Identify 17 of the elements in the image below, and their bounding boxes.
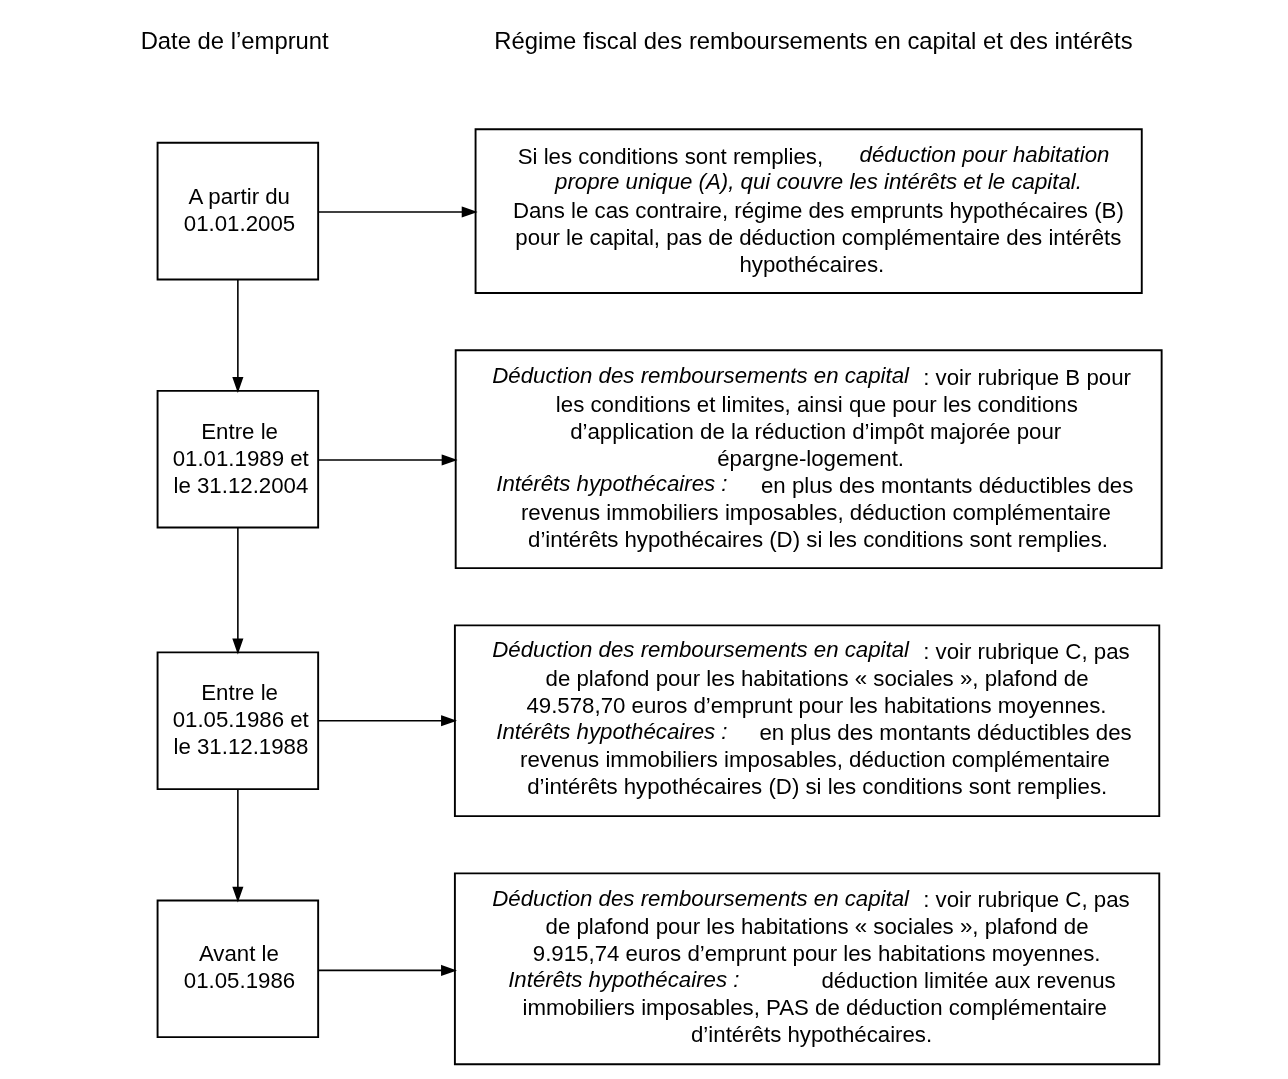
arrow	[231, 278, 243, 393]
arrow	[316, 715, 457, 727]
label: Date de l’emprunt	[140, 26, 329, 54]
node-box: A partir du 01.01.2005	[156, 141, 319, 281]
node-box: Entre le 01.05.1986 et le 31.12.1988	[156, 651, 319, 791]
arrow	[317, 206, 478, 218]
arrow	[231, 527, 243, 655]
arrow	[316, 964, 457, 976]
node-box: Déduction des remboursements en capital : voir rubrique B pour les conditions et limites, ainsi que pour les conditions d’application de la réduction d’impôt majorée pour épargne-logement. Intérêts hypothécaires : en plus des montants déductibles des revenus immobiliers imposables, déduction complémentaire d’intérêts hypothécaires (D) si les conditions sont remplies.	[454, 349, 1163, 570]
node-box: Déduction des remboursements en capital : voir rubrique C, pas de plafond pour les habitations « sociales », plafond de 9.915,74 euros d’emprunt pour les habitations moyennes. Intérêts hypothécaires : déduction limitée aux revenus immobiliers imposables, PAS de déduction complémentaire d’intérêts hypothécaires.	[453, 872, 1160, 1066]
node-box: Déduction des remboursements en capital : voir rubrique C, pas de plafond pour les habitations « sociales », plafond de 49.578,70 euros d’emprunt pour les habitations moyennes. Intérêts hypothécaires : en plus des montants déductibles des revenus immobiliers imposables, déduction complémentaire d’intérêts hypothécaires (D) si les conditions sont remplies.	[453, 624, 1160, 818]
node-box: Si les conditions sont remplies, déduction pour habitation propre unique (A), qui couvre les intérêts et le capital. Dans le cas contraire, régime des emprunts hypothécaires (B) pour le capital, pas de déduction complémentaire des intérêts hypothécaires.	[474, 128, 1143, 294]
node-box: Entre le 01.01.1989 et le 31.12.2004	[156, 389, 319, 529]
node-box: Avant le 01.05.1986	[156, 899, 319, 1039]
arrow	[317, 454, 458, 466]
label: Régime fiscal des remboursements en capital et des intérêts	[493, 26, 1133, 54]
arrow	[231, 788, 243, 903]
